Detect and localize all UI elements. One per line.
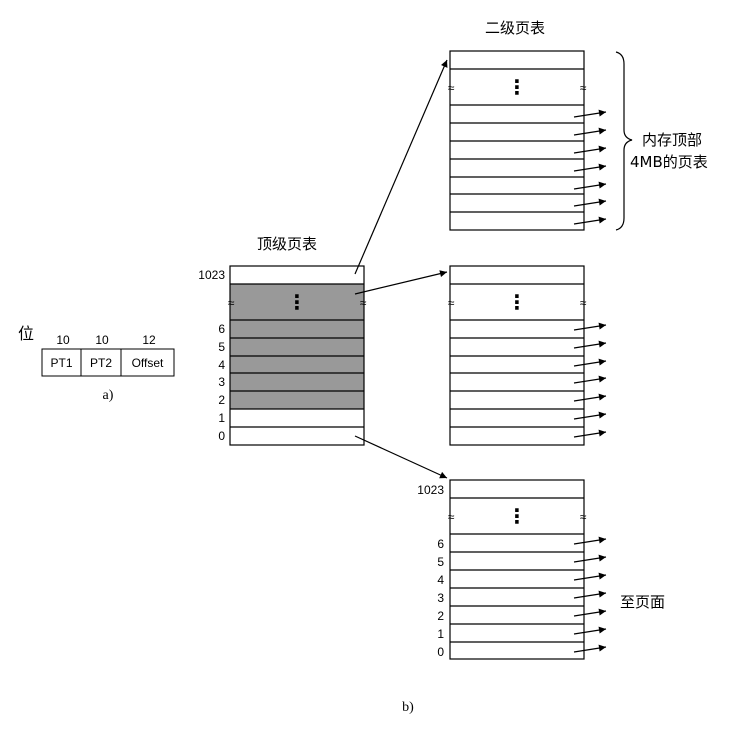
- top-index-2: 2: [218, 393, 225, 407]
- table1-break-mark-right: ≈: [580, 81, 587, 95]
- table1-page-arrows: [573, 109, 607, 225]
- table3-ellipsis: ⋮: [507, 506, 527, 528]
- table2-break-mark-left: ≈: [448, 296, 455, 310]
- table1-ellipsis: ⋮: [507, 77, 527, 99]
- top-table-break-mark-left: ≈: [228, 296, 235, 310]
- pt1-field-label: PT1: [50, 356, 72, 370]
- top-index-5: 5: [218, 340, 225, 354]
- bottom-index-5: 5: [437, 555, 444, 569]
- top-index-4: 4: [218, 358, 225, 372]
- table2-page-arrows: [573, 322, 607, 438]
- second-level-table-3: ≈ ≈ ⋮ 1023 6 5 4 3 2 1 0 至页面: [417, 479, 665, 660]
- bottom-index-2: 2: [437, 609, 444, 623]
- pt2-width-label: 10: [95, 333, 109, 347]
- virtual-address-format: 位 10 10 12 PT1 PT2 Offset a): [18, 324, 175, 403]
- brace-label-line1: 内存顶部: [642, 131, 702, 149]
- table1-break-mark-left: ≈: [448, 81, 455, 95]
- top-level-page-table: 顶级页表 ≈ ≈ ⋮ 1023 6 5 4 3 2 1 0: [198, 235, 367, 446]
- offset-width-label: 12: [142, 333, 156, 347]
- pt2-field-box: [80, 348, 122, 377]
- pointer-entry-1023: [354, 59, 448, 275]
- table3-row-dividers: [450, 497, 584, 643]
- offset-field-box: [120, 348, 175, 377]
- table3-index-labels: 1023 6 5 4 3 2 1 0: [417, 483, 444, 659]
- top-level-table-title: 顶级页表: [257, 235, 317, 253]
- table3-break-mark-left: ≈: [448, 510, 455, 524]
- table2-row-dividers: [450, 283, 584, 428]
- brace-label-line2: 4MB的页表: [630, 153, 708, 171]
- table3-page-arrows: [573, 536, 607, 653]
- top-table-ellipsis: ⋮: [287, 292, 307, 314]
- top-table-row-dividers: [230, 283, 364, 428]
- second-level-table-1: 二级页表 ≈ ≈ ⋮ 内存顶部 4MB的页表: [448, 19, 708, 231]
- pointer-entry-0: [354, 435, 448, 479]
- top-4mb-brace: [615, 51, 633, 231]
- table2-ellipsis: ⋮: [507, 292, 527, 314]
- bottom-index-3: 3: [437, 591, 444, 605]
- table2-break-mark-right: ≈: [580, 296, 587, 310]
- pt2-field-label: PT2: [90, 356, 112, 370]
- second-level-table-title: 二级页表: [485, 19, 545, 37]
- offset-field-label: Offset: [132, 356, 164, 370]
- caption-b: b): [402, 700, 414, 715]
- bottom-index-1023: 1023: [417, 483, 444, 497]
- top-index-1023: 1023: [198, 268, 225, 282]
- caption-a: a): [103, 388, 114, 403]
- table3-break-mark-right: ≈: [580, 510, 587, 524]
- bottom-index-4: 4: [437, 573, 444, 587]
- top-index-3: 3: [218, 375, 225, 389]
- table1-row-dividers: [450, 68, 584, 213]
- top-index-6: 6: [218, 322, 225, 336]
- to-pages-label: 至页面: [620, 593, 665, 611]
- top-index-1: 1: [218, 411, 225, 425]
- bottom-index-1: 1: [437, 627, 444, 641]
- bottom-index-6: 6: [437, 537, 444, 551]
- pt1-width-label: 10: [56, 333, 70, 347]
- second-level-table-2: ≈ ≈ ⋮: [448, 265, 607, 446]
- top-table-index-labels: 1023 6 5 4 3 2 1 0: [198, 268, 225, 443]
- bottom-index-0: 0: [437, 645, 444, 659]
- bits-label: 位: [18, 324, 34, 343]
- pointer-entry-shaded: [354, 270, 448, 295]
- pt1-field-box: [41, 348, 82, 377]
- top-level-pointers: [354, 59, 448, 479]
- top-table-shaded-entries: [230, 284, 364, 409]
- top-table-break-mark-right: ≈: [360, 296, 367, 310]
- top-index-0: 0: [218, 429, 225, 443]
